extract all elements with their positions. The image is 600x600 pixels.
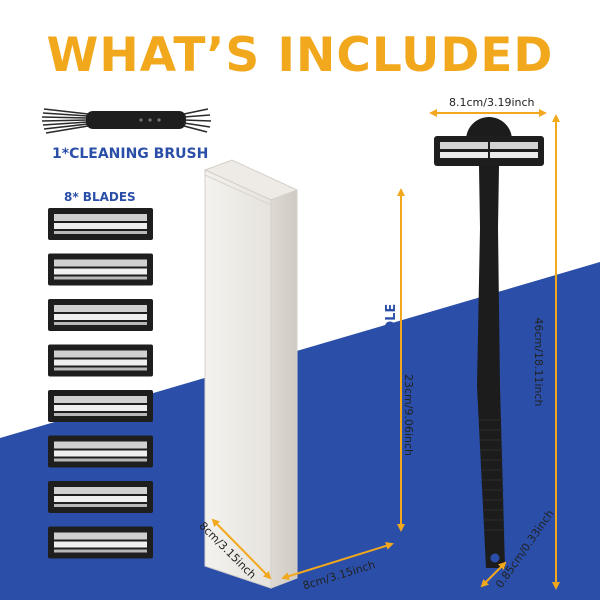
- blades-label: 8* BLADES: [64, 190, 136, 204]
- page-title: WHAT’S INCLUDED: [46, 28, 554, 83]
- razor-blade-icon: [48, 344, 153, 377]
- razor-blade-icon: [48, 253, 153, 286]
- box-icon: [203, 159, 299, 589]
- foldable-handle-icon: [434, 117, 544, 568]
- razor-blade-icon: [48, 390, 153, 422]
- handle-length-text-wrap: 46cm/18.11inch: [532, 302, 550, 422]
- box-height-text-wrap: 23cm/9.06inch: [402, 355, 420, 475]
- handle-label: 1*FOLDABLE HANDLE: [384, 303, 399, 460]
- brush-label: 1*CLEANING BRUSH: [52, 146, 209, 162]
- razor-blade-icon: [48, 299, 153, 331]
- cleaning-brush-icon: [41, 108, 212, 134]
- razor-blade-icon: [48, 208, 153, 240]
- box-height-text: 23cm/9.06inch: [402, 373, 415, 456]
- handle-label-wrap: 1*FOLDABLE HANDLE: [380, 304, 400, 460]
- handle-length-text: 46cm/18.11inch: [532, 317, 545, 407]
- razor-blade-icon: [48, 526, 153, 559]
- box-depth-arrow: [211, 518, 272, 580]
- box-width-arrow: [281, 541, 394, 581]
- handle-thickness-arrow: [480, 561, 507, 588]
- dimension-arrows: [211, 109, 560, 590]
- razor-blade-icon: [48, 481, 153, 513]
- razor-blade-icon: [48, 435, 153, 468]
- blade-cartridges: [48, 208, 153, 559]
- handle-width-text: 8.1cm/3.19inch: [449, 96, 535, 109]
- blue-diagonal-band: [0, 262, 600, 600]
